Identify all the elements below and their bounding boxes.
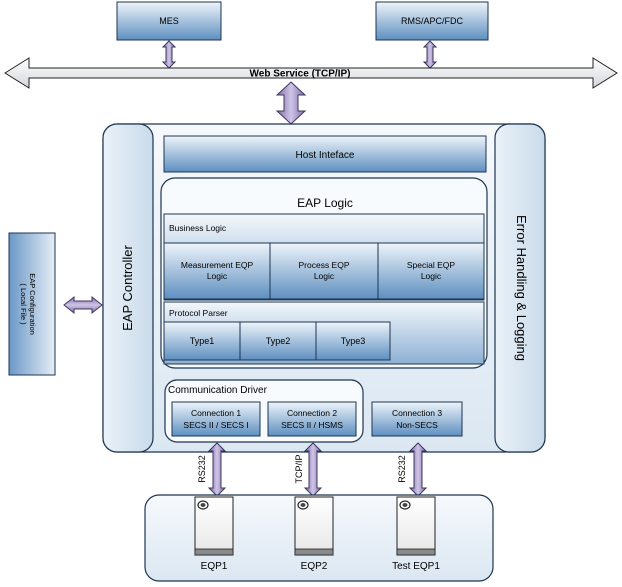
type3-label: Type3 xyxy=(341,336,366,346)
connection2-box: Connection 2 SECS II / HSMS xyxy=(267,401,357,437)
type2-label: Type2 xyxy=(266,336,291,346)
eap-controller-column xyxy=(102,123,154,453)
measurement-eqp-line2: Logic xyxy=(207,271,228,281)
mes-web-arrow xyxy=(161,40,177,69)
eqp1-machine-icon xyxy=(194,496,234,556)
rms-web-arrow xyxy=(422,40,438,69)
host-interface-box: Host Inteface xyxy=(163,135,487,173)
eap-config-line2: ( Local File ) xyxy=(19,283,28,325)
eqp1-label: EQP1 xyxy=(201,561,228,572)
rs232-label-1: RS232 xyxy=(197,455,207,483)
test-eqp1-label: Test EQP1 xyxy=(392,561,440,572)
special-eqp-logic-box: Special EQP Logic xyxy=(377,242,485,300)
connection2-line2: SECS II / HSMS xyxy=(281,420,343,430)
error-handling-column xyxy=(494,123,546,453)
host-interface-label: Host Inteface xyxy=(296,150,355,161)
communication-driver-title: Communication Driver xyxy=(168,385,268,396)
web-host-arrow xyxy=(275,81,307,125)
connection1-line1: Connection 1 xyxy=(191,408,241,418)
type1-box: Type1 xyxy=(163,321,241,361)
measurement-eqp-line1: Measurement EQP xyxy=(181,260,254,270)
connection3-line1: Connection 3 xyxy=(392,408,442,418)
business-logic-label: Business Logic xyxy=(169,223,227,233)
eqp2-label: EQP2 xyxy=(301,561,328,572)
connection3-box: Connection 3 Non-SECS xyxy=(371,401,463,437)
measurement-eqp-logic-box: Measurement EQP Logic xyxy=(163,242,271,300)
process-eqp-logic-box: Process EQP Logic xyxy=(269,242,379,300)
rs232-arrow-2 xyxy=(408,442,428,497)
rs232-label-2: RS232 xyxy=(397,455,407,483)
process-eqp-line2: Logic xyxy=(314,271,335,281)
special-eqp-line1: Special EQP xyxy=(407,260,456,270)
mes-label: MES xyxy=(159,16,179,26)
web-service-label: Web Service (TCP/IP) xyxy=(250,69,351,80)
connection3-line2: Non-SECS xyxy=(396,420,438,430)
eqp2-machine-icon xyxy=(294,496,334,556)
special-eqp-line2: Logic xyxy=(421,271,442,281)
tcpip-arrow xyxy=(303,442,323,497)
mes-box: MES xyxy=(116,1,222,41)
protocol-parser-label: Protocol Parser xyxy=(169,308,228,318)
rms-apc-fdc-label: RMS/APC/FDC xyxy=(401,16,464,26)
type1-label: Type1 xyxy=(190,336,215,346)
eap-logic-title: EAP Logic xyxy=(297,196,353,210)
eap-configuration-box: EAP Configuration ( Local File ) xyxy=(8,232,56,376)
eap-config-line1: EAP Configuration xyxy=(28,273,37,335)
config-controller-arrow xyxy=(63,295,103,315)
rms-apc-fdc-box: RMS/APC/FDC xyxy=(375,1,489,41)
connection1-line2: SECS II / SECS I xyxy=(183,420,248,430)
test-eqp1-machine-icon xyxy=(396,496,436,556)
process-eqp-line1: Process EQP xyxy=(298,260,349,270)
error-handling-label: Error Handling & Logging xyxy=(514,215,529,361)
web-service-bar xyxy=(4,57,618,89)
connection1-box: Connection 1 SECS II / SECS I xyxy=(171,401,261,437)
eap-controller-label: EAP Controller xyxy=(120,244,135,330)
connection2-line1: Connection 2 xyxy=(287,408,337,418)
rs232-arrow-1 xyxy=(207,442,227,497)
tcpip-label: TCP/IP xyxy=(294,454,304,483)
type2-box: Type2 xyxy=(239,321,317,361)
type3-box: Type3 xyxy=(315,321,391,361)
